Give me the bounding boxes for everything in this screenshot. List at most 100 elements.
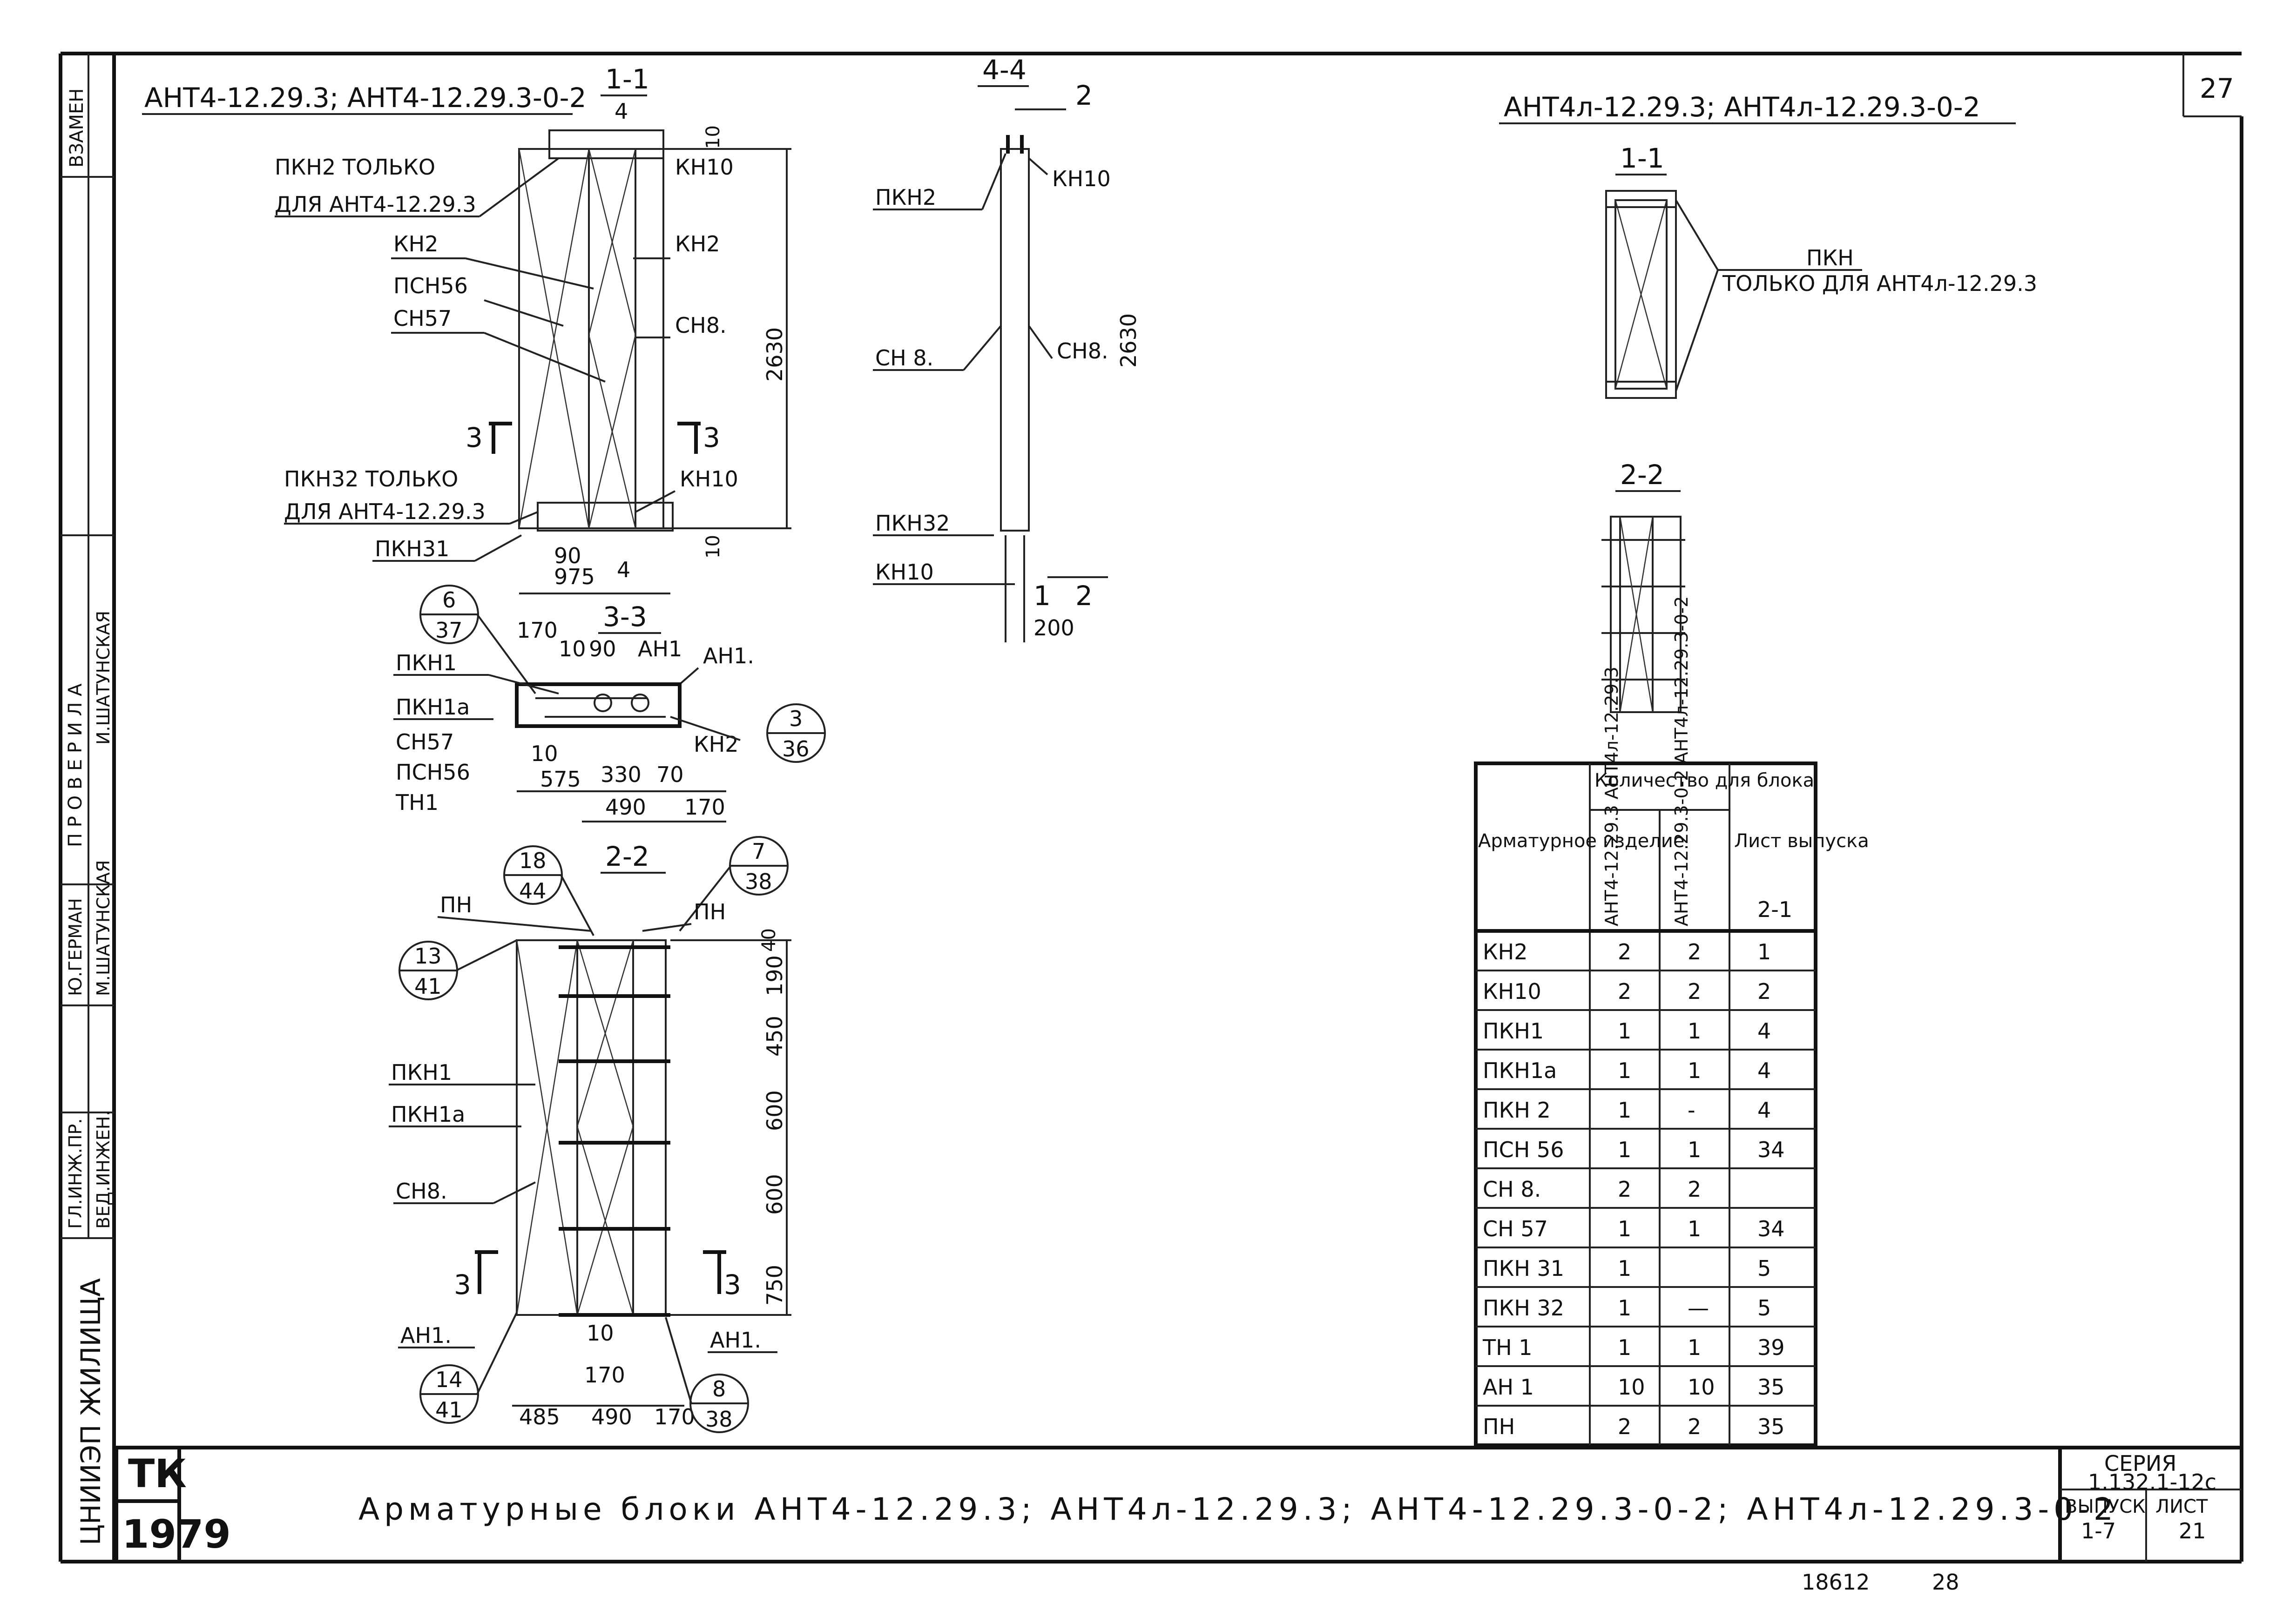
table-cell-qty2: 1 — [1688, 1335, 1701, 1360]
callout-38: 38 — [745, 869, 772, 894]
label-pn-left: ПН — [440, 892, 472, 917]
table-cell-sheet: 1 — [1757, 939, 1771, 964]
table-cell-qty2: 10 — [1688, 1375, 1715, 1400]
table-cell-qty1: 1 — [1618, 1018, 1631, 1044]
label-an1-22-right: АН1. — [710, 1328, 761, 1353]
section-4-4-label: 4-4 — [982, 54, 1027, 86]
dim-10-top: 10 — [702, 125, 724, 149]
dim-10-33: 10 — [559, 636, 586, 661]
label-sn57-33: СН57 — [396, 729, 454, 755]
label-pkn1-33: ПКН1 — [396, 650, 457, 675]
dim-4-bot: 4 — [617, 557, 630, 582]
table-cell-qty2: 1 — [1688, 1137, 1701, 1162]
dim-2630-44: 2630 — [1116, 313, 1141, 368]
dim-490-22: 490 — [591, 1404, 632, 1429]
table-cell-sheet: 39 — [1757, 1335, 1785, 1360]
table-cell-sheet: 34 — [1757, 1216, 1785, 1241]
table-cell-qty1: 2 — [1618, 1177, 1631, 1202]
label-pkn32-only-for: ДЛЯ АНТ4-12.29.3 — [284, 499, 486, 524]
callout-13: 13 — [414, 943, 442, 969]
label-sn8-right: СН8. — [675, 313, 727, 338]
callout-8: 8 — [712, 1376, 726, 1402]
dim-330: 330 — [601, 762, 642, 787]
table-cell-sheet: 4 — [1757, 1058, 1771, 1083]
callout-7-38: 7 38 — [679, 836, 789, 932]
dim-170-22b: 170 — [654, 1404, 695, 1429]
table-header-sheet: Лист выпуска — [1734, 830, 1869, 852]
table-cell-item: ПКН1 — [1483, 1018, 1544, 1044]
label-pkn32-44: ПКН32 — [875, 511, 950, 536]
mark-1-bot: 1 — [1033, 580, 1051, 612]
table-col1: АНТ4-12.29.3 АНТ4л-12.29.3 — [1601, 667, 1622, 926]
table-cell-qty2: — — [1688, 1295, 1709, 1321]
label-sn8-44-left: СН 8. — [875, 345, 933, 371]
label-pkn-right-only: ТОЛЬКО ДЛЯ АНТ4л-12.29.3 — [1722, 271, 2037, 296]
label-pkn-right: ПКН — [1806, 245, 1854, 270]
dim-70-33: 70 — [656, 762, 684, 787]
view-2-2-right: 2-2 — [1601, 459, 1685, 713]
table-cell-sheet: 4 — [1757, 1098, 1771, 1123]
dim-10-22: 10 — [587, 1321, 614, 1346]
section-3-3-label: 3-3 — [603, 601, 647, 633]
issue-label: ВЫПУСК — [2065, 1496, 2146, 1517]
callout-3-36: 3 36 — [766, 703, 826, 763]
label-pkn2-only-for: ДЛЯ АНТ4-12.29.3 — [275, 192, 476, 217]
drawing-title: Арматурные блоки АНТ4-12.29.3; АНТ4л-12.… — [358, 1491, 2118, 1527]
label-sn8-44-right: СН8. — [1057, 338, 1108, 364]
table-cell-sheet: 34 — [1757, 1137, 1785, 1162]
view-1-1-right: 1-1 ПКН ТОЛЬКО ДЛЯ АНТ4л-12.29.3 — [1605, 142, 2037, 399]
label-pkn31: ПКН31 — [375, 536, 449, 561]
table-cell-qty2: 2 — [1688, 939, 1701, 964]
mark-3-22-left: 3 — [454, 1269, 471, 1301]
table-cell-qty1: 1 — [1618, 1256, 1631, 1281]
table-cell-sheet: 35 — [1757, 1375, 1785, 1400]
title-block: ТК 1979 Арматурные блоки АНТ4-12.29.3; А… — [114, 1448, 2242, 1562]
table-cell-qty1: 1 — [1618, 1295, 1631, 1321]
table-cell-item: ПКН 31 — [1483, 1256, 1564, 1281]
table-cell-item: АН 1 — [1483, 1375, 1534, 1400]
table-cell-item: ПКН1а — [1483, 1058, 1557, 1083]
sheet-label: ЛИСТ — [2155, 1496, 2208, 1517]
table-cell-sheet: 2 — [1757, 979, 1771, 1004]
table-col2: АНТ4-12.29.3-0-2 АНТ4л-12.29.3-0-2 — [1671, 596, 1692, 926]
label-sn8-22: СН8. — [396, 1179, 447, 1204]
mark-2-bot: 2 — [1075, 580, 1093, 612]
table-cell-item: СН 8. — [1483, 1177, 1541, 1202]
dim-90-33: 90 — [589, 636, 616, 661]
table-cell-qty2: 1 — [1688, 1018, 1701, 1044]
callout-18: 18 — [519, 848, 547, 873]
dim-485: 485 — [519, 1404, 560, 1429]
dim-10-33b: 10 — [531, 741, 558, 766]
label-pn-right: ПН — [694, 899, 726, 924]
table-header-item: Арматурное изделие — [1478, 830, 1684, 852]
callout-18-44: 18 44 — [503, 845, 594, 936]
side-org: ЦНИИЭП ЖИЛИЩА — [75, 1278, 107, 1545]
side-row1-role: ГЛ.ИНЖ.ПР. — [65, 1119, 86, 1229]
mark-3-right: 3 — [703, 422, 720, 453]
label-pkn32-only: ПКН32 ТОЛЬКО — [284, 466, 458, 492]
table-cell-qty1: 1 — [1618, 1137, 1631, 1162]
mark-3-22-right: 3 — [724, 1269, 741, 1301]
label-an1-33b: АН1. — [703, 643, 754, 668]
table-cell-item: ТН 1 — [1482, 1335, 1533, 1360]
label-tn1-33: ТН1 — [395, 790, 439, 815]
dim-600-a: 600 — [762, 1090, 787, 1131]
dim-190: 190 — [762, 955, 787, 996]
dim-200: 200 — [1033, 615, 1074, 640]
view-4-4: 4-4 2 ПКН2 КН10 СН 8. СН8. 2630 ПКН32 КН… — [873, 54, 1141, 642]
dim-10-bot: 10 — [702, 535, 724, 559]
dim-170-33: 170 — [517, 618, 558, 643]
table-cell-item: ПКН 2 — [1483, 1098, 1551, 1123]
label-kn10-bot: КН10 — [680, 466, 738, 492]
side-stamp: ВЗАМЕН П Р О В Е Р И Л А ГЛ.ИНЖ.ПР. Ю.ГЕ… — [61, 54, 114, 1545]
label-pkn2-44: ПКН2 — [875, 185, 936, 210]
callout-8-38: 8 38 — [665, 1317, 749, 1433]
label-sn57: СН57 — [393, 306, 452, 331]
label-pkn1a-22: ПКН1а — [391, 1102, 465, 1127]
table-cell-sheet: 5 — [1757, 1295, 1771, 1321]
table-cell-sheet: 5 — [1757, 1256, 1771, 1281]
label-kn2-right: КН2 — [675, 231, 720, 256]
label-pkn2-only: ПКН2 ТОЛЬКО — [275, 155, 435, 180]
table-sheet-sub: 2-1 — [1757, 897, 1792, 922]
